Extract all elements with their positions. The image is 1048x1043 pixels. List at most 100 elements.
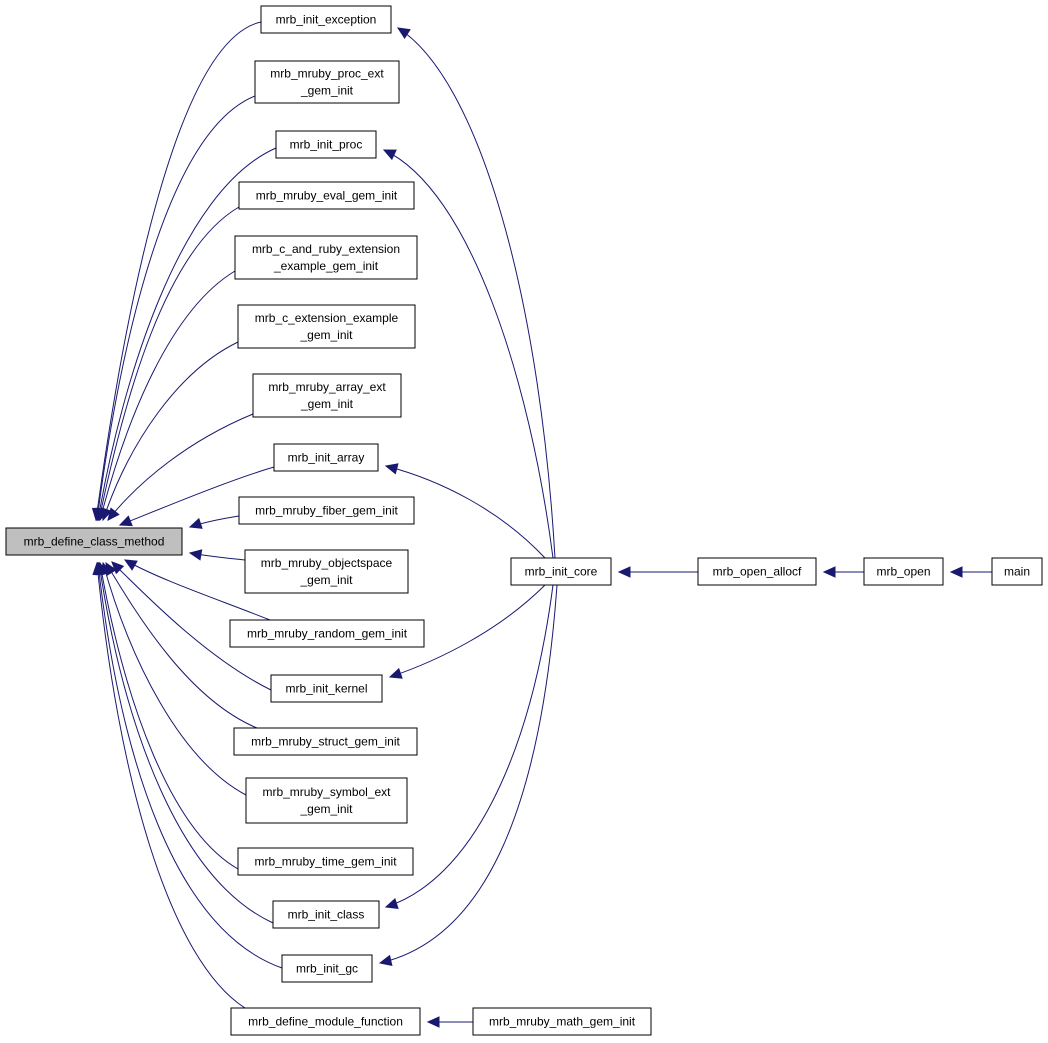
arrowhead bbox=[378, 954, 393, 967]
edge-line bbox=[379, 584, 558, 964]
node-box[interactable] bbox=[237, 847, 414, 876]
node-define-module-function[interactable]: mrb_define_module_function bbox=[230, 1007, 421, 1036]
node-math-gem[interactable]: mrb_mruby_math_gem_init bbox=[472, 1007, 652, 1036]
node-init-array[interactable]: mrb_init_array bbox=[273, 443, 379, 472]
node-box[interactable] bbox=[5, 527, 183, 556]
node-label: mrb_mruby_array_ext bbox=[268, 380, 386, 394]
node-box[interactable] bbox=[252, 373, 402, 418]
node-box[interactable] bbox=[281, 954, 373, 983]
node-label: _gem_init bbox=[299, 573, 353, 587]
arrowhead bbox=[188, 549, 203, 561]
node-box[interactable] bbox=[234, 235, 418, 280]
edge-c_ext-to-define_class_method bbox=[101, 341, 239, 522]
node-main[interactable]: main bbox=[991, 557, 1043, 586]
node-box[interactable] bbox=[270, 674, 383, 703]
node-box[interactable] bbox=[275, 130, 377, 159]
edge-line bbox=[385, 465, 546, 559]
edge-objectspace-to-define_class_method bbox=[188, 549, 246, 561]
node-init-core[interactable]: mrb_init_core bbox=[510, 557, 612, 586]
node-box[interactable] bbox=[697, 557, 817, 586]
node-label: _gem_init bbox=[299, 328, 353, 342]
edges-layer bbox=[91, 21, 992, 1028]
node-open-allocf[interactable]: mrb_open_allocf bbox=[697, 557, 817, 586]
node-label: _gem_init bbox=[300, 397, 354, 411]
node-label: mrb_init_proc bbox=[290, 138, 363, 152]
node-box[interactable] bbox=[238, 496, 415, 525]
node-label: mrb_mruby_time_gem_init bbox=[254, 855, 397, 869]
node-box[interactable] bbox=[245, 777, 408, 824]
edge-define_module_function-to-define_class_method bbox=[92, 561, 246, 1009]
node-init-exception[interactable]: mrb_init_exception bbox=[260, 5, 392, 34]
arrowhead bbox=[92, 561, 104, 576]
node-box[interactable] bbox=[510, 557, 612, 586]
arrowhead bbox=[107, 507, 120, 521]
arrowhead bbox=[384, 463, 399, 475]
node-box[interactable] bbox=[863, 557, 944, 586]
node-c-ext[interactable]: mrb_c_extension_example _gem_init bbox=[237, 304, 416, 349]
node-open[interactable]: mrb_open bbox=[863, 557, 944, 586]
node-box[interactable] bbox=[254, 60, 400, 104]
node-c-and-ruby[interactable]: mrb_c_and_ruby_extension _example_gem_ini… bbox=[234, 235, 418, 280]
node-label: mrb_init_core bbox=[525, 565, 598, 579]
edge-init_core-to-init_exception bbox=[396, 27, 556, 559]
arrowhead bbox=[388, 667, 403, 679]
edge-line bbox=[397, 27, 556, 559]
node-box[interactable] bbox=[472, 1007, 652, 1036]
arrowhead bbox=[384, 897, 399, 909]
edge-line bbox=[99, 562, 239, 870]
edge-line bbox=[98, 562, 274, 924]
node-label: _gem_init bbox=[299, 802, 353, 816]
node-symbol-ext[interactable]: mrb_mruby_symbol_ext _gem_init bbox=[245, 777, 408, 824]
edge-line bbox=[383, 149, 554, 559]
node-label: _example_gem_init bbox=[273, 259, 379, 273]
node-eval-gem[interactable]: mrb_mruby_eval_gem_init bbox=[238, 181, 415, 210]
edge-line bbox=[124, 559, 271, 621]
arrowhead bbox=[123, 559, 138, 571]
edge-line bbox=[385, 584, 554, 908]
edge-math_gem-to-define_module_function bbox=[426, 1016, 473, 1028]
node-init-kernel[interactable]: mrb_init_kernel bbox=[270, 674, 383, 703]
node-label: mrb_mruby_struct_gem_init bbox=[251, 735, 400, 749]
edge-init_array-to-define_class_method bbox=[118, 466, 275, 527]
node-label: mrb_c_extension_example bbox=[255, 311, 399, 325]
arrowhead bbox=[188, 517, 203, 529]
node-fiber-gem[interactable]: mrb_mruby_fiber_gem_init bbox=[238, 496, 415, 525]
node-label: mrb_mruby_symbol_ext bbox=[262, 785, 391, 799]
node-array-ext[interactable]: mrb_mruby_array_ext _gem_init bbox=[252, 373, 402, 418]
edge-line bbox=[119, 466, 275, 526]
node-box[interactable] bbox=[238, 181, 415, 210]
node-init-gc[interactable]: mrb_init_gc bbox=[281, 954, 373, 983]
edge-init_core-to-init_kernel bbox=[388, 584, 546, 679]
node-init-proc[interactable]: mrb_init_proc bbox=[275, 130, 377, 159]
edge-init_core-to-init_array bbox=[384, 463, 546, 559]
edge-symbol_ext-to-define_class_method bbox=[100, 561, 247, 796]
node-box[interactable] bbox=[229, 619, 425, 648]
edge-main-to-open bbox=[949, 566, 992, 578]
edge-line bbox=[96, 562, 246, 1009]
node-struct-gem[interactable]: mrb_mruby_struct_gem_init bbox=[233, 727, 418, 756]
node-label: mrb_c_and_ruby_extension bbox=[252, 242, 400, 256]
node-box[interactable] bbox=[273, 443, 379, 472]
node-define-class-method[interactable]: mrb_define_class_method bbox=[5, 527, 183, 556]
node-box[interactable] bbox=[244, 549, 409, 594]
node-box[interactable] bbox=[991, 557, 1043, 586]
node-label: mrb_open_allocf bbox=[713, 565, 802, 579]
node-box[interactable] bbox=[260, 5, 392, 34]
node-time-gem[interactable]: mrb_mruby_time_gem_init bbox=[237, 847, 414, 876]
arrowhead bbox=[617, 566, 631, 578]
edge-fiber_gem-to-define_class_method bbox=[188, 515, 240, 529]
node-init-class[interactable]: mrb_init_class bbox=[272, 900, 380, 929]
edge-open_allocf-to-init_core bbox=[617, 566, 698, 578]
edge-line bbox=[98, 206, 240, 521]
node-random-gem[interactable]: mrb_mruby_random_gem_init bbox=[229, 619, 425, 648]
node-label: mrb_init_kernel bbox=[285, 682, 367, 696]
node-box[interactable] bbox=[230, 1007, 421, 1036]
node-label: mrb_mruby_objectspace bbox=[261, 556, 393, 570]
node-box[interactable] bbox=[272, 900, 380, 929]
edge-line bbox=[96, 95, 256, 521]
node-box[interactable] bbox=[233, 727, 418, 756]
node-label: mrb_init_gc bbox=[296, 962, 358, 976]
node-proc-ext[interactable]: mrb_mruby_proc_ext_gem_init bbox=[254, 60, 400, 104]
node-objectspace[interactable]: mrb_mruby_objectspace _gem_init bbox=[244, 549, 409, 594]
node-box[interactable] bbox=[237, 304, 416, 349]
